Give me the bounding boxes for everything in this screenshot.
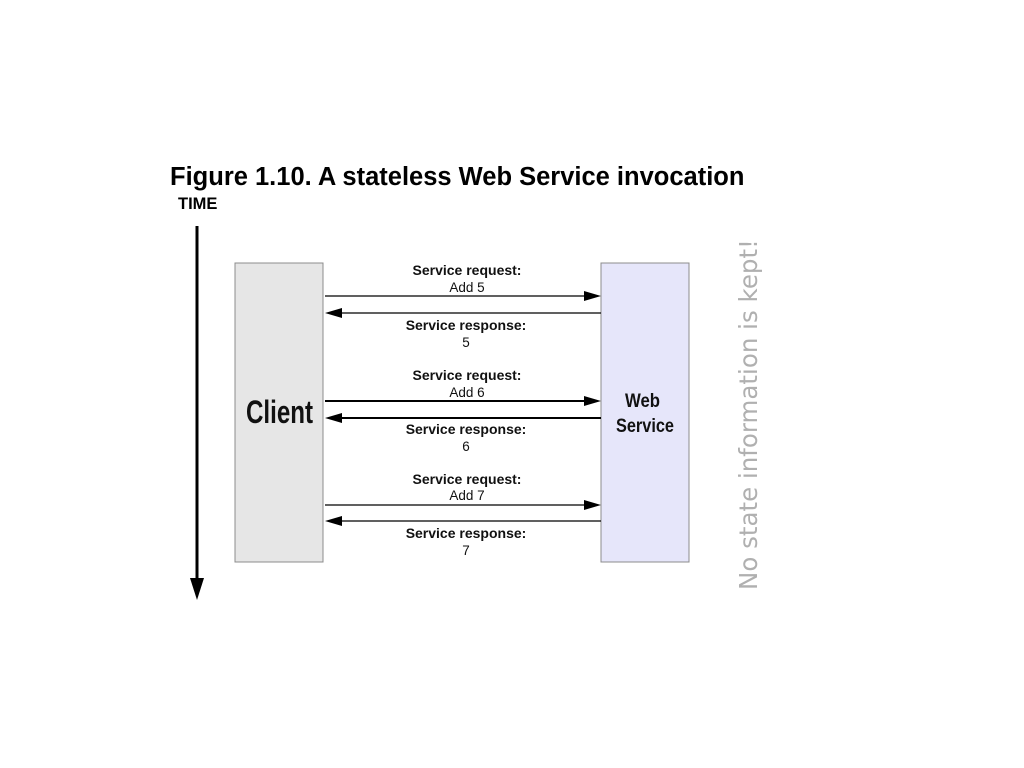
web-service-box <box>600 262 690 563</box>
request-label: Service request: <box>413 471 522 487</box>
response-label: Service response: <box>406 317 527 333</box>
response-message: Service response: 6 <box>325 413 601 454</box>
response-label: Service response: <box>406 421 527 437</box>
exchange-1: Service request: Add 5 Service response:… <box>325 262 601 350</box>
exchange-3: Service request: Add 7 Service response:… <box>325 471 601 558</box>
request-message: Service request: Add 5 <box>325 262 601 301</box>
client-label: Client <box>246 394 313 430</box>
side-note: No state information is kept! <box>734 239 763 590</box>
web-service-participant: Web Service <box>600 262 690 563</box>
request-message: Service request: Add 7 <box>325 471 601 510</box>
request-label: Service request: <box>413 262 522 278</box>
request-value: Add 6 <box>449 385 484 400</box>
response-value: 7 <box>462 543 470 558</box>
request-arrowhead <box>584 396 601 406</box>
figure-title: Figure 1.10. A stateless Web Service inv… <box>170 163 744 191</box>
request-label: Service request: <box>413 367 522 383</box>
response-value: 6 <box>462 439 470 454</box>
response-label: Service response: <box>406 525 527 541</box>
response-arrowhead <box>325 516 342 526</box>
response-message: Service response: 7 <box>325 516 601 558</box>
request-value: Add 5 <box>449 280 484 295</box>
client-box <box>234 262 324 563</box>
client-participant: Client <box>234 262 324 563</box>
web-service-label-line-2: Service <box>616 416 674 437</box>
response-arrowhead <box>325 413 342 423</box>
time-axis: TIME <box>178 195 217 600</box>
request-value: Add 7 <box>449 488 484 503</box>
response-value: 5 <box>462 335 470 350</box>
web-service-label-line-1: Web <box>625 391 660 412</box>
request-arrowhead <box>584 291 601 301</box>
request-arrowhead <box>584 500 601 510</box>
exchange-2: Service request: Add 6 Service response:… <box>325 367 601 454</box>
response-message: Service response: 5 <box>325 308 601 350</box>
response-arrowhead <box>325 308 342 318</box>
time-axis-label: TIME <box>178 195 217 213</box>
time-axis-arrowhead <box>190 578 204 600</box>
request-message: Service request: Add 6 <box>325 367 601 406</box>
